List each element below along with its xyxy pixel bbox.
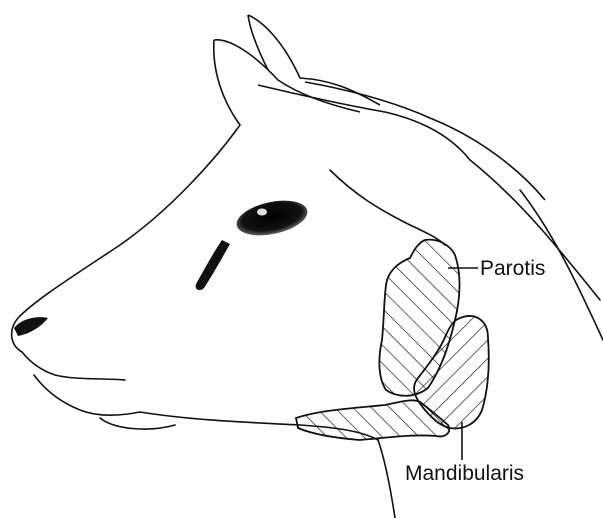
nostril-icon — [14, 317, 48, 336]
parotis-label: Parotis — [480, 258, 545, 279]
eye — [196, 195, 311, 290]
eye-highlight — [257, 209, 267, 216]
lower-lip-line — [34, 375, 140, 415]
throat-line — [378, 440, 395, 518]
sublingual-hatched-region — [296, 400, 449, 440]
front-ear-outline — [214, 40, 360, 112]
ears — [214, 15, 545, 200]
front-ear-lower-edge — [214, 40, 240, 125]
back-of-skull-line — [330, 170, 445, 245]
rear-ear-outline — [248, 15, 380, 105]
tear-mark — [196, 240, 230, 290]
ear-base-line — [305, 82, 545, 200]
eye-icon — [233, 195, 310, 241]
upper-lip-line — [22, 352, 125, 380]
chin-line — [100, 418, 175, 429]
mandibularis-label: Mandibularis — [405, 463, 524, 484]
head-outline — [12, 125, 603, 518]
